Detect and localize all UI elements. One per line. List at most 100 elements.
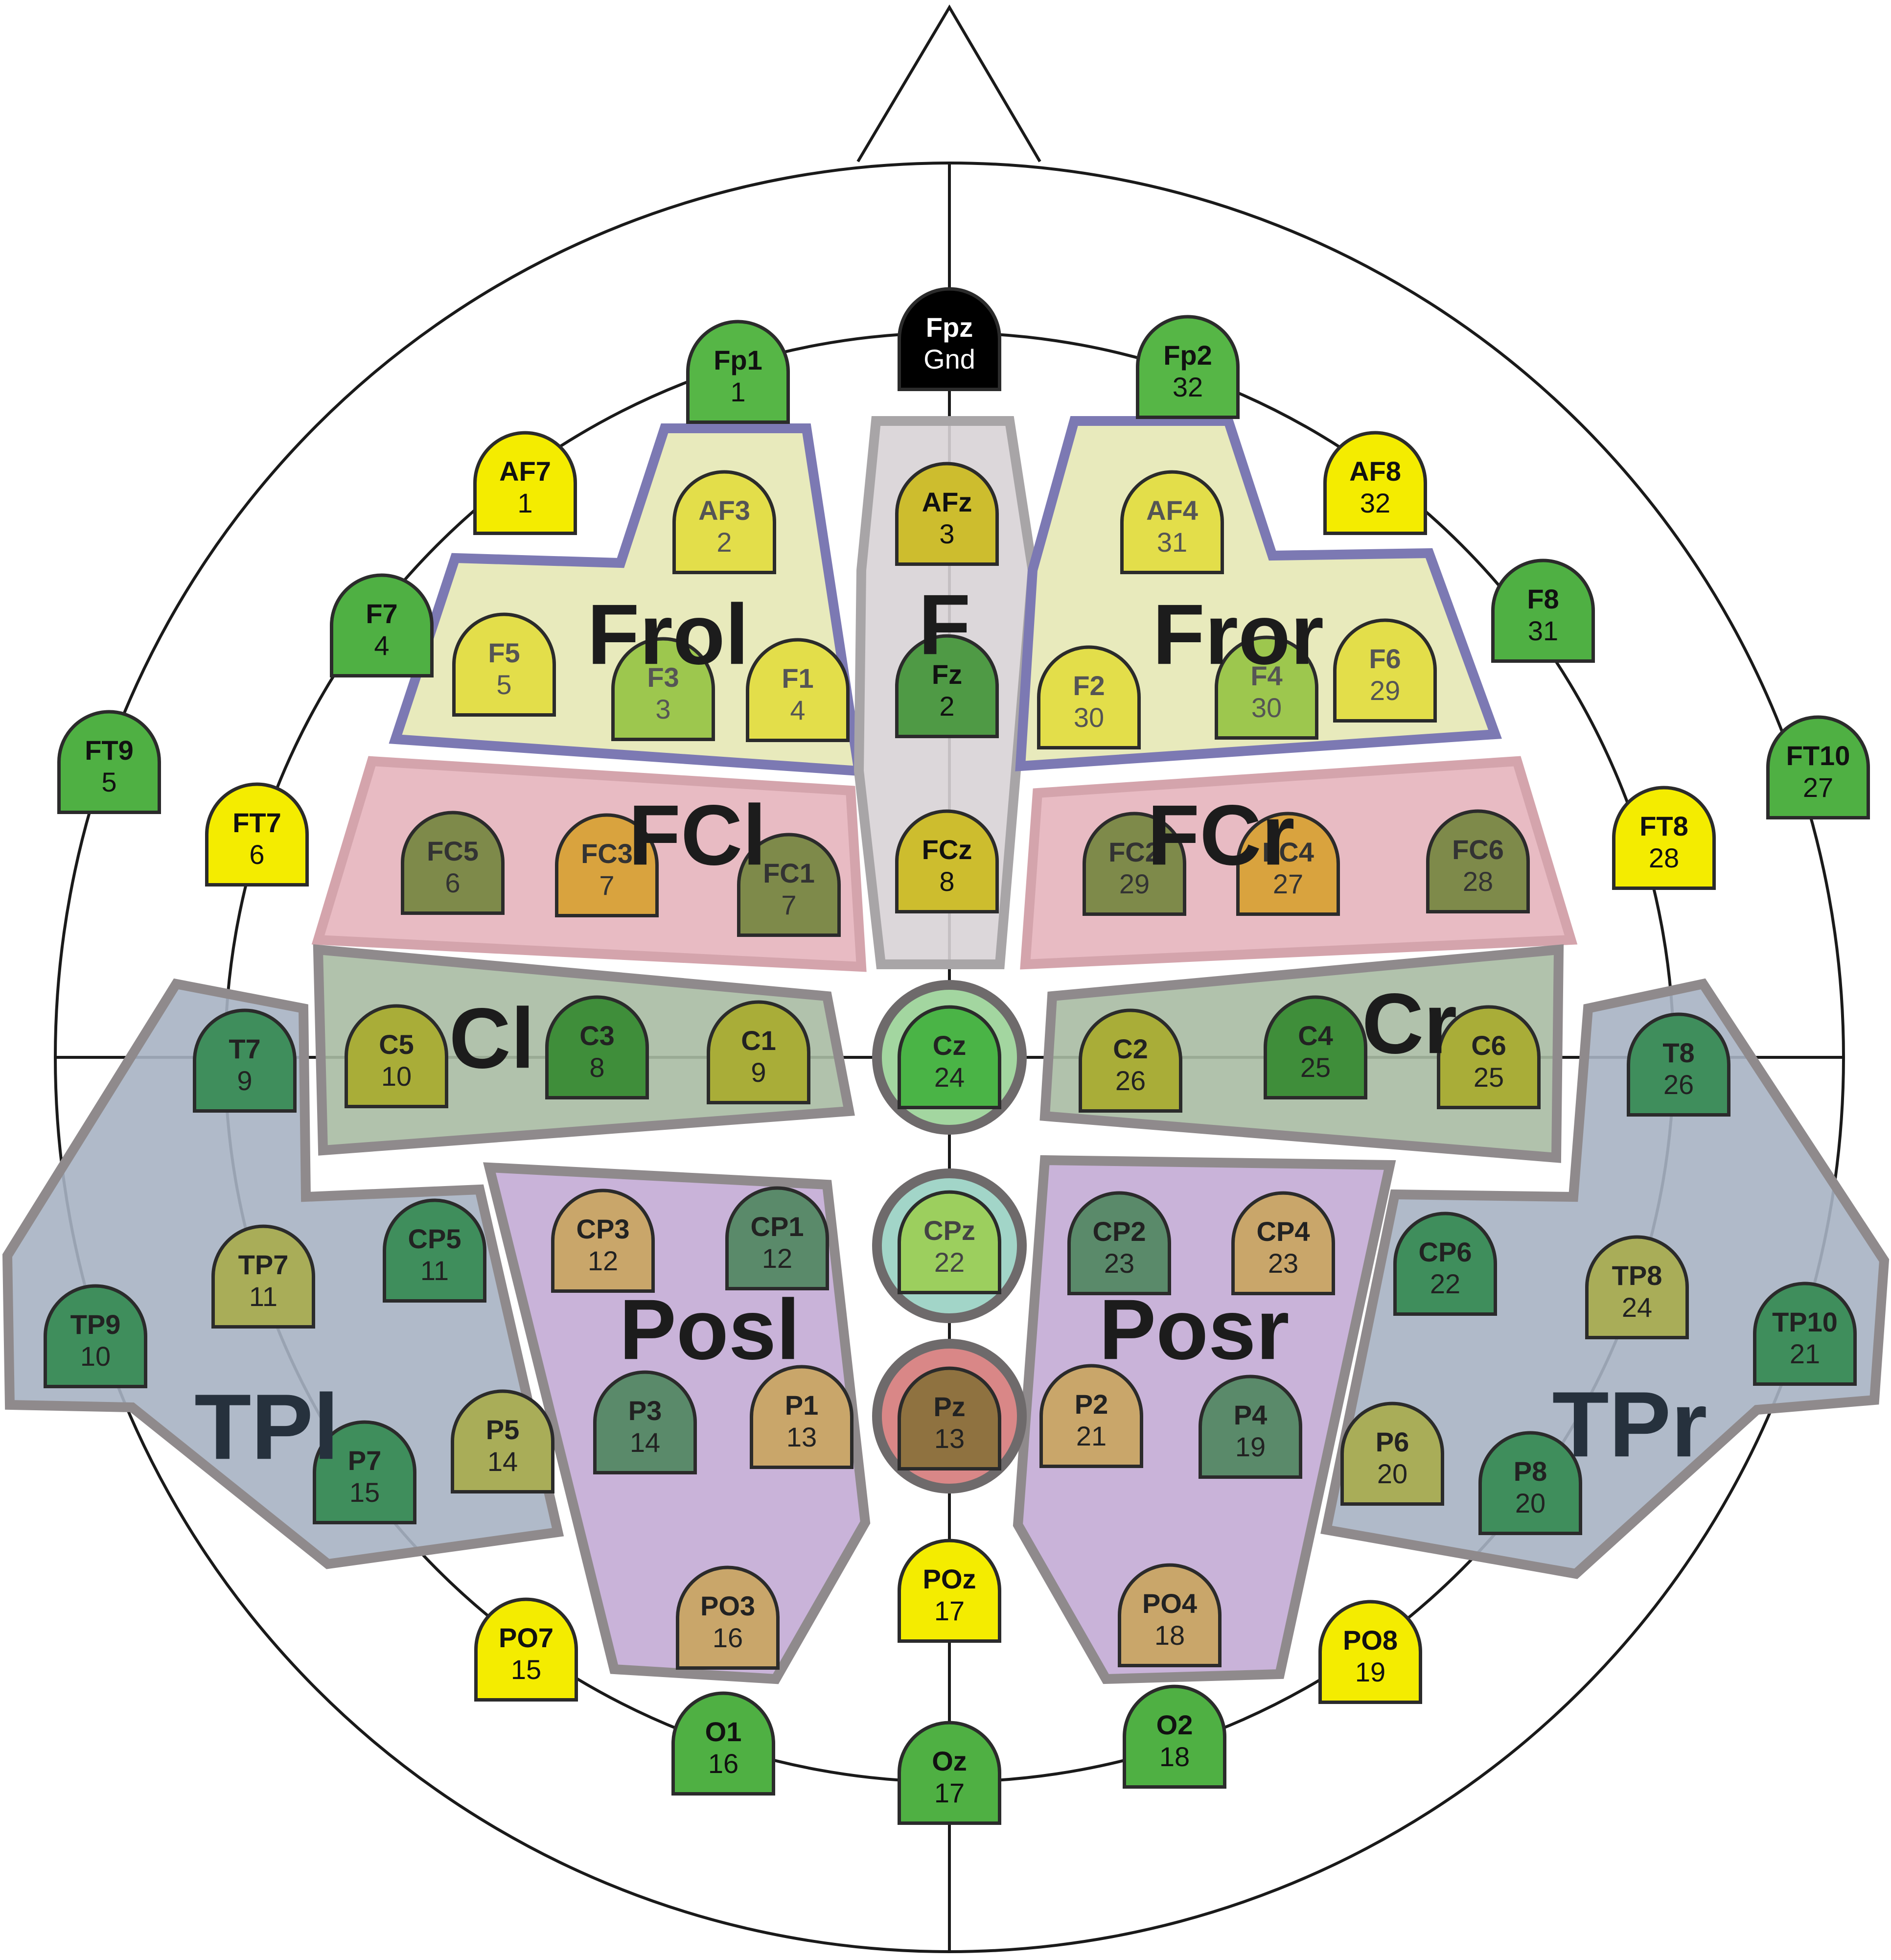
electrode-number: 17 [934, 1595, 965, 1626]
electrode-name: FC3 [581, 838, 633, 869]
region-label-fror: Fror [1153, 587, 1324, 682]
electrode-f3: F33 [611, 637, 715, 741]
electrode-name: FC1 [763, 858, 815, 888]
electrode-number: 4 [790, 695, 805, 725]
electrode-number: 17 [934, 1777, 965, 1808]
electrode-number: 5 [496, 669, 511, 700]
electrode-name: P6 [1376, 1426, 1409, 1457]
electrode-shape-ft8 [1612, 786, 1716, 890]
electrode-name: O2 [1156, 1709, 1193, 1740]
electrode-shape-tp9 [44, 1284, 147, 1388]
electrode-shape-fc4 [1236, 812, 1340, 916]
electrode-number: 29 [1119, 868, 1150, 899]
electrode-number: 18 [1154, 1620, 1185, 1651]
electrode-shape-t8 [1627, 1012, 1730, 1117]
electrode-shape-oz [898, 1721, 1001, 1825]
electrode-shape-c1 [707, 1000, 810, 1104]
electrode-shape-o1 [671, 1691, 775, 1796]
electrode-number: 14 [630, 1427, 660, 1458]
electrode-shape-p3 [593, 1370, 697, 1474]
electrode-name: FC6 [1452, 834, 1504, 865]
electrode-name: FT10 [1786, 740, 1850, 771]
electrode-name: F6 [1369, 643, 1401, 674]
electrode-name: FC5 [427, 836, 479, 866]
electrode-number: 32 [1173, 372, 1203, 402]
electrode-shape-f3 [611, 637, 715, 741]
electrode-number: 15 [349, 1477, 380, 1508]
electrode-shape-c6 [1437, 1005, 1541, 1109]
electrode-shape-af4 [1120, 470, 1224, 574]
electrode-name: F5 [488, 637, 520, 668]
electrode-name: F4 [1250, 660, 1282, 691]
electrode-number: 1 [730, 376, 745, 407]
electrode-shape-f2 [1037, 645, 1141, 749]
electrode-shape-cz [898, 1005, 1001, 1109]
electrode-number: 5 [101, 767, 116, 797]
electrode-number: 20 [1515, 1488, 1545, 1518]
electrode-number: 25 [1300, 1052, 1331, 1083]
electrode-shape-fz [895, 634, 999, 738]
electrode-name: P1 [785, 1390, 819, 1421]
electrode-name: CP4 [1257, 1216, 1310, 1247]
electrode-shape-fp2 [1136, 315, 1240, 419]
electrode-number: 15 [511, 1654, 541, 1685]
electrode-name: AF4 [1146, 495, 1198, 526]
electrode-number: 30 [1074, 702, 1104, 733]
region-label-fcl: FCl [628, 788, 766, 883]
electrode-number: 27 [1273, 868, 1303, 899]
electrode-shape-tp7 [211, 1224, 315, 1329]
electrode-name: PO3 [700, 1590, 755, 1621]
electrode-number: 28 [1463, 866, 1493, 897]
electrode-name: P7 [348, 1445, 382, 1476]
electrode-name: Fp1 [714, 345, 762, 375]
electrode-shape-ft10 [1766, 715, 1870, 819]
electrode-number: 11 [249, 1281, 277, 1312]
electrode-shape-fc3 [555, 813, 659, 917]
electrode-shape-c5 [345, 1004, 448, 1108]
electrode-number: 27 [1803, 772, 1833, 803]
electrode-name: PO8 [1343, 1625, 1398, 1656]
electrode-shape-c3 [545, 995, 649, 1099]
electrode-name: TP7 [238, 1249, 289, 1280]
electrode-shape-cp3 [551, 1189, 655, 1293]
electrode-name: Fz [932, 659, 962, 690]
region-label-posl: Posl [619, 1282, 800, 1377]
electrode-number: 4 [374, 630, 389, 661]
region-label-tpl: TPl [194, 1375, 339, 1479]
electrode-shape-p6 [1340, 1401, 1444, 1506]
region-label-fcr: FCr [1147, 788, 1294, 883]
electrode-number: 8 [939, 866, 954, 897]
electrode-number: 21 [1790, 1338, 1820, 1369]
electrode-name: Fp2 [1163, 340, 1212, 371]
electrode-name: P3 [628, 1395, 662, 1426]
electrode-shape-fp1 [686, 320, 790, 424]
electrode-shape-po4 [1118, 1563, 1222, 1667]
electrode-shape-fc6 [1426, 809, 1530, 913]
region-label-tpr: TPr [1552, 1373, 1707, 1476]
electrode-number: 24 [934, 1062, 965, 1093]
electrode-shape-f4 [1215, 635, 1318, 740]
electrode-shape-cp6 [1393, 1212, 1497, 1316]
electrode-number: 12 [762, 1243, 792, 1274]
electrode-shape-po7 [474, 1597, 578, 1702]
electrode-name: F3 [647, 662, 679, 693]
electrode-number: 14 [487, 1446, 518, 1477]
